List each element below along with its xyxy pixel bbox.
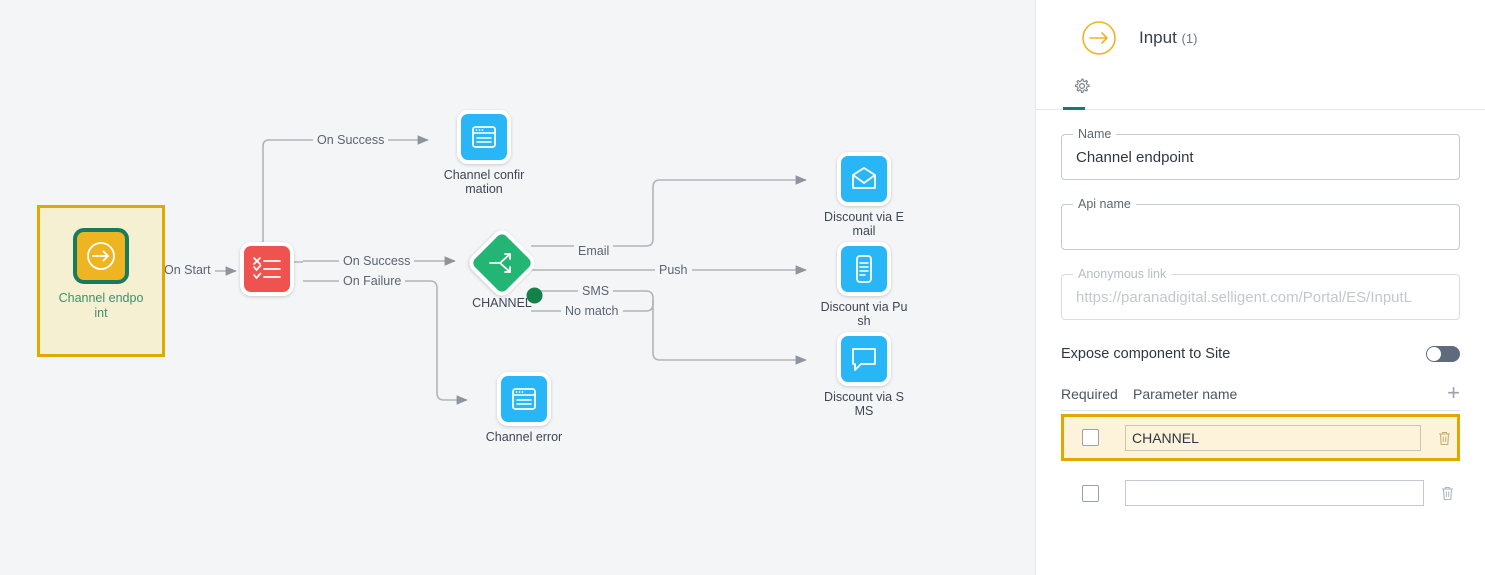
edge-label-on-failure: On Failure xyxy=(339,274,406,288)
node-label: Channel error xyxy=(485,430,563,444)
table-row[interactable]: CHANNEL xyxy=(1061,414,1460,461)
checklist-icon xyxy=(253,257,281,280)
browser-page-icon xyxy=(512,388,536,410)
split-icon-wrap xyxy=(480,241,524,285)
node-discount-sms[interactable]: Discount via SMS xyxy=(820,332,908,418)
edge-label-no-match: No match xyxy=(561,304,623,318)
output-port[interactable] xyxy=(884,171,900,187)
workflow-canvas[interactable]: On Start On Success On Success On Failur… xyxy=(0,0,1035,575)
name-field-value: Channel endpoint xyxy=(1076,148,1194,166)
tab-active-indicator xyxy=(1063,107,1085,110)
required-checkbox[interactable] xyxy=(1082,484,1099,502)
trash-icon xyxy=(1441,486,1453,501)
output-port[interactable] xyxy=(884,351,900,367)
trash-icon xyxy=(1438,431,1450,445)
node-label: Discount via Push xyxy=(820,300,908,328)
add-parameter-button[interactable]: + xyxy=(1447,380,1460,405)
output-port[interactable] xyxy=(122,248,138,264)
page-node-box[interactable] xyxy=(457,110,520,164)
tab-settings[interactable] xyxy=(1061,78,1103,109)
api-name-field[interactable]: Api name xyxy=(1061,197,1460,250)
page-title: Input (1) xyxy=(1139,28,1197,48)
panel-header: Input (1) xyxy=(1036,0,1485,56)
panel-title-count: (1) xyxy=(1181,31,1198,46)
table-row[interactable] xyxy=(1061,470,1460,516)
input-node-box[interactable] xyxy=(73,228,138,284)
page-node-box[interactable] xyxy=(497,372,560,426)
parameters-table-header: Required Parameter name + xyxy=(1061,380,1460,411)
email-node-box[interactable] xyxy=(837,152,900,206)
required-checkbox[interactable] xyxy=(1082,429,1099,446)
node-channel-decision[interactable]: CHANNEL xyxy=(458,226,546,310)
panel-title-text: Input xyxy=(1139,28,1177,47)
node-channel-endpoint[interactable]: Channel endpoint xyxy=(37,205,165,357)
node-label: Channel confirmation xyxy=(443,168,525,196)
output-port[interactable] xyxy=(504,129,520,145)
expose-component-label: Expose component to Site xyxy=(1061,346,1231,362)
anonymous-link-field-label: Anonymous link xyxy=(1073,267,1172,281)
parameter-name-input[interactable] xyxy=(1125,480,1424,506)
anonymous-link-placeholder: https://paranadigital.selligent.com/Port… xyxy=(1076,288,1413,306)
mobile-push-icon xyxy=(856,255,872,283)
edge-label-sms: SMS xyxy=(578,284,614,298)
arrow-right-circle-icon xyxy=(1081,20,1117,56)
output-port[interactable] xyxy=(884,261,900,277)
push-node-box[interactable] xyxy=(837,242,900,296)
node-label: CHANNEL xyxy=(472,296,532,310)
anonymous-link-field: Anonymous link https://paranadigital.sel… xyxy=(1061,267,1460,320)
delete-parameter-button[interactable] xyxy=(1434,485,1460,501)
gear-icon xyxy=(1074,78,1090,94)
sms-node-box[interactable] xyxy=(837,332,900,386)
column-header-parameter-name: Parameter name xyxy=(1133,386,1238,402)
edge-label-on-success: On Success xyxy=(339,254,415,268)
node-label: Discount via SMS xyxy=(824,390,904,418)
toggle-knob xyxy=(1427,347,1441,361)
column-header-required: Required xyxy=(1061,386,1118,402)
parameter-name-input[interactable]: CHANNEL xyxy=(1125,424,1421,451)
envelope-icon xyxy=(852,167,876,189)
arrow-right-circle-icon xyxy=(87,242,115,270)
node-label: Discount via Email xyxy=(824,210,904,238)
name-field-label: Name xyxy=(1073,127,1117,141)
decision-node-box[interactable] xyxy=(465,226,546,307)
split-branch-icon xyxy=(489,253,511,273)
browser-page-icon xyxy=(472,126,496,148)
edge-label-on-success-top: On Success xyxy=(313,133,389,147)
expose-component-toggle[interactable] xyxy=(1426,346,1460,362)
name-field[interactable]: Name Channel endpoint xyxy=(1061,127,1460,180)
node-discount-email[interactable]: Discount via Email xyxy=(820,152,908,238)
node-discount-push[interactable]: Discount via Push xyxy=(820,242,908,328)
node-channel-error[interactable]: Channel error xyxy=(480,372,568,444)
checklist-node-box[interactable] xyxy=(240,242,303,296)
edge-label-email: Email xyxy=(574,244,614,258)
node-checklist[interactable] xyxy=(240,242,303,296)
delete-parameter-button[interactable] xyxy=(1431,430,1457,446)
properties-panel: Input (1) Name Channel endpoint Api name… xyxy=(1035,0,1485,575)
edge-label-on-start: On Start xyxy=(160,263,215,277)
node-label: Channel endpoint xyxy=(58,291,144,320)
edge-label-push: Push xyxy=(655,263,692,277)
speech-bubble-icon xyxy=(852,348,876,371)
api-name-field-label: Api name xyxy=(1073,197,1136,211)
node-channel-confirmation[interactable]: Channel confirmation xyxy=(440,110,528,196)
output-port[interactable] xyxy=(544,391,560,407)
expose-component-row: Expose component to Site xyxy=(1061,346,1460,362)
tab-bar xyxy=(1036,78,1485,110)
